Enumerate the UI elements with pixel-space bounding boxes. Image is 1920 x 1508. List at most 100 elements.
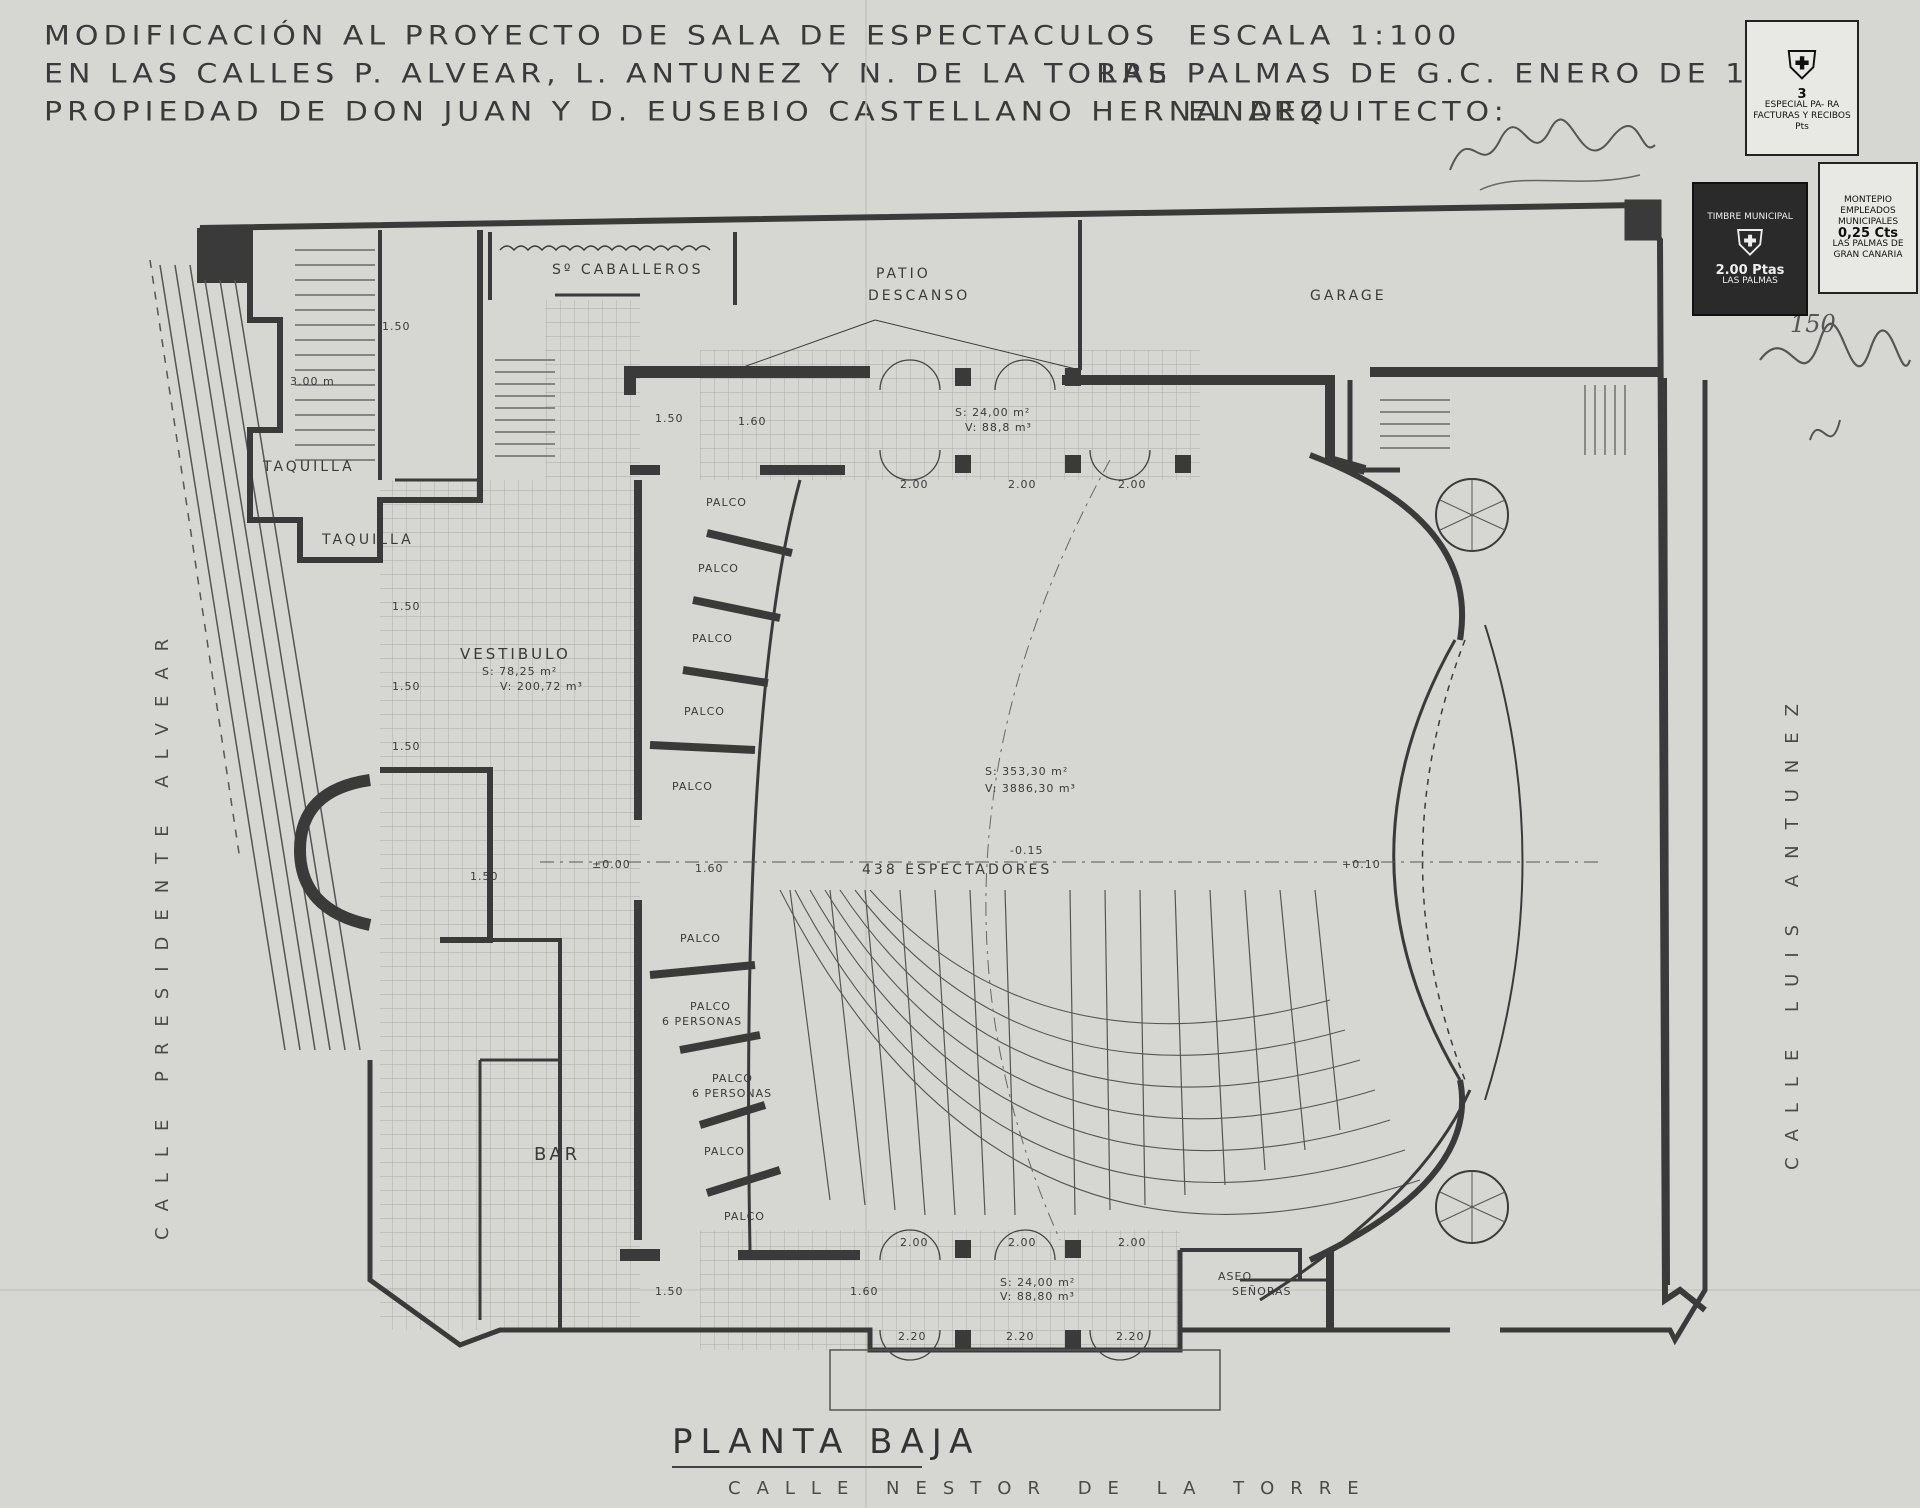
label-patio: PATIO [876,266,931,282]
dim-160-top: 1.60 [738,415,767,428]
label-taquilla-1: TAQUILLA [263,459,355,475]
architect-signature [1449,118,1656,191]
street-luis-antunez: CALLE LUIS ANTUNEZ [1782,688,1803,1170]
label-vestibulo-area: S: 78,25 m² [482,665,558,678]
label-bottom-corridor-area: S: 24,00 m² [1000,1276,1076,1289]
main-staircase-steps [295,249,375,461]
header-scale: ESCALA 1:100 [1188,20,1462,52]
label-top-corridor-area: S: 24,00 m² [955,406,1031,419]
sightline-arc [985,459,1111,1241]
street-presidente-alvear: CALLE PRESIDENTE ALVEAR [152,622,173,1240]
label-senoras: SEÑORAS [1232,1285,1292,1298]
header-architect: EL ARQUITECTO: [1188,96,1509,128]
dim-150-bottom: 1.50 [655,1285,684,1298]
boxes-curved-wall [747,479,802,1251]
dim-220-b: 2.20 [1006,1330,1035,1343]
ticket-office-block [247,230,483,563]
label-palco-10: PALCO [724,1210,765,1223]
label-sala-area: S: 353,30 m² [985,765,1069,778]
label-palco-7-capacity: 6 PERSONAS [662,1015,743,1028]
sidewalk-alvear [149,259,361,1051]
side-staircase-steps [495,359,555,457]
official-signature [1759,322,1912,441]
dim-160-bottom: 1.60 [850,1285,879,1298]
label-palco-8-capacity: 6 PERSONAS [692,1087,773,1100]
coat-of-arms-icon: ⛨ [1787,43,1817,89]
header-line-2: EN LAS CALLES P. ALVEAR, L. ANTUNEZ Y N.… [44,58,1172,90]
stamp2-bottom: LAS PALMAS [1722,275,1778,286]
dim-200-d: 2.00 [900,1236,929,1249]
header-place-date: LAS PALMAS DE G.C. ENERO DE 1958 [1100,58,1822,90]
label-aseo: ASEO [1218,1270,1253,1283]
dim-200-b: 2.00 [1008,478,1037,491]
dim-160-mid: 1.60 [695,862,724,875]
montepio-stamp-025: MONTEPIO EMPLEADOS MUNICIPALES 0,25 Cts … [1818,162,1918,294]
label-sala-volume: V: 3886,30 m³ [985,782,1076,795]
dim-300-stair: 3.00 m [290,375,335,388]
label-palco-3: PALCO [692,632,733,645]
stage-proscenium [1259,452,1524,1302]
label-taquilla-2: TAQUILLA [322,532,414,548]
label-palco-5: PALCO [672,780,713,793]
structural-columns [955,368,1191,1348]
curved-staircase-wall [293,774,372,931]
bar-area-walls [380,767,562,1330]
dim-200-c: 2.00 [1118,478,1147,491]
dim-150-curved-stair: 1.50 [470,870,499,883]
dim-level-015: -0.15 [1010,844,1044,857]
dim-level-000: ±0.00 [592,858,631,871]
label-palco-1: PALCO [706,496,747,509]
label-espectadores: 438 ESPECTADORES [862,862,1053,878]
stamp2-text: TIMBRE MUNICIPAL [1707,211,1793,222]
label-palco-9: PALCO [704,1145,745,1158]
palco-partitions [649,529,793,1197]
auditorium-walls [620,366,1660,1261]
stamp1-value: 3 [1797,87,1807,102]
dim-150-stair: 1.50 [382,320,411,333]
label-vestibulo-volume: V: 200,72 m³ [500,680,583,693]
door-swings [879,359,1151,1361]
garage-staircase-steps [1584,385,1626,455]
dim-220-a: 2.20 [898,1330,927,1343]
label-palco-6: PALCO [680,932,721,945]
stamp3-bottom: LAS PALMAS DE GRAN CANARIA [1832,239,1904,260]
label-palco-7: PALCO [690,1000,731,1013]
plan-title-underline [672,1466,922,1468]
label-palco-2: PALCO [698,562,739,575]
label-caballeros: Sº CABALLEROS [552,262,704,278]
stamp1-text: ESPECIAL PA- RA FACTURAS Y RECIBOS [1753,100,1851,121]
dim-200-e: 2.00 [1008,1236,1037,1249]
stamp3-value: 0,25 Cts [1837,226,1899,241]
municipal-stamp-2pts: TIMBRE MUNICIPAL ⛨ 2.00 Ptas LAS PALMAS [1692,182,1808,316]
dim-150-top: 1.50 [655,412,684,425]
patio-garage-walls [734,220,1082,371]
label-vestibulo: VESTIBULO [460,645,571,663]
label-bottom-corridor-volume: V: 88,80 m³ [1000,1290,1075,1303]
spiral-stair-treads [1439,479,1506,1243]
stage-stair-steps [1380,399,1450,449]
vestibule-tiled-floor [380,480,640,1330]
dim-150-vestibule-a: 1.50 [392,600,421,613]
dim-150-vestibule-c: 1.50 [392,740,421,753]
coat-of-arms-icon: ⛨ [1736,222,1764,264]
label-top-corridor-volume: V: 88,8 m³ [965,421,1032,434]
label-palco-4: PALCO [684,705,725,718]
stamp2-value: 2.00 Ptas [1715,262,1785,278]
dim-200-a: 2.00 [900,478,929,491]
dim-200-f: 2.00 [1118,1236,1147,1249]
seating-rows [779,889,1421,1215]
dim-level-010: +0.10 [1342,858,1381,871]
label-palco-8: PALCO [712,1072,753,1085]
label-descanso: DESCANSO [868,288,971,304]
street-nestor-de-la-torre: CALLE NESTOR DE LA TORRE [728,1478,1375,1499]
label-garage: GARAGE [1310,288,1387,304]
header-line-3: PROPIEDAD DE DON JUAN Y D. EUSEBIO CASTE… [44,96,1327,128]
plan-title: PLANTA BAJA [672,1422,981,1462]
fiscal-stamp-3pts: ⛨ 3 ESPECIAL PA- RA FACTURAS Y RECIBOS P… [1745,20,1859,156]
label-bar: BAR [534,1144,581,1165]
header-line-1: MODIFICACIÓN AL PROYECTO DE SALA DE ESPE… [44,20,1160,52]
dim-220-c: 2.20 [1116,1330,1145,1343]
mens-restroom [488,232,737,305]
